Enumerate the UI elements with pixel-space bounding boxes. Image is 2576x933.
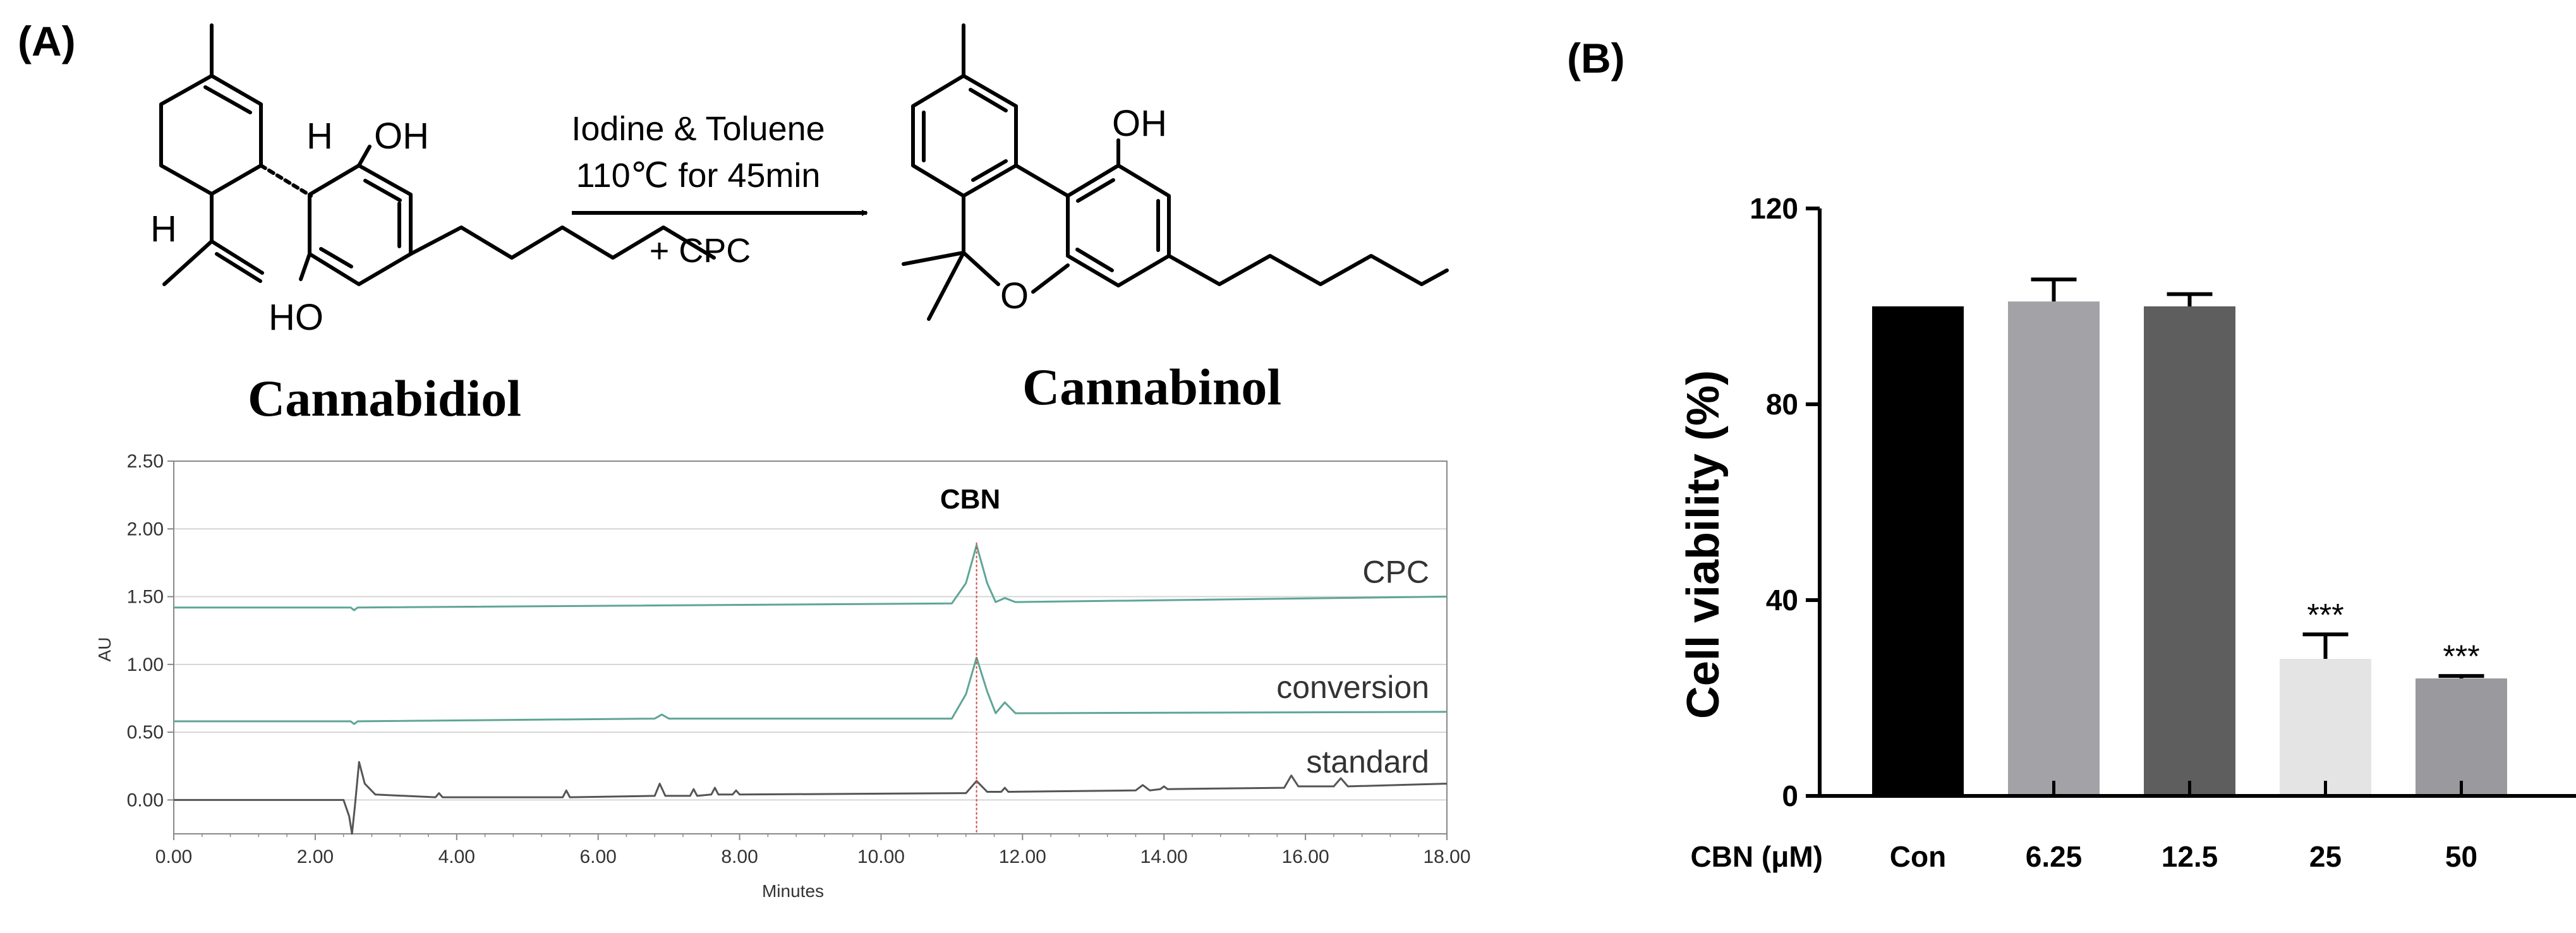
hplc-x-tick-label: 12.00 [999,846,1046,867]
hplc-x-tick-label: 18.00 [1423,846,1470,867]
hplc-y-ticks: 0.00 0.50 1.00 1.50 2.00 2.50 [127,451,174,810]
hplc-x-axis-label: Minutes [762,881,824,901]
condition-temperature: 110℃ for 45min [576,157,821,195]
hplc-series-label: conversion [1276,670,1429,705]
hplc-series-label: standard [1306,744,1429,780]
hplc-y-tick-label: 1.00 [127,654,164,675]
panel-a-label: (A) [18,18,76,64]
reactant-name: Cannabidiol [248,370,521,427]
hplc-trace-standard [174,761,1448,835]
hplc-y-tick-label: 2.00 [127,519,164,539]
bar-12.5 [2144,306,2235,796]
bar-category-label: 25 [2309,840,2342,873]
hplc-x-ticks: 0.00 2.00 4.00 6.00 8.00 10.00 12.00 14.00 16.00… [155,834,1471,867]
hplc-gridlines [174,460,1447,801]
hplc-x-tick-label: 6.00 [579,846,616,867]
cbd-h-top: H [306,116,333,157]
product-name: Cannabinol [1022,358,1281,416]
condition-reagents: Iodine & Toluene [571,110,825,148]
cannabidiol-structure [159,23,716,286]
hplc-x-tick-label: 16.00 [1282,846,1329,867]
hplc-chart: 0.00 0.50 1.00 1.50 2.00 2.50 0.00 2.00 4.00 6.0… [95,451,1471,901]
bar-6.25 [2008,301,2100,796]
bar-category-label: 50 [2445,840,2477,873]
hplc-plot-frame [173,460,1448,834]
bar-category-label: Con [1890,840,1946,873]
cbn-oh: OH [1112,103,1167,144]
hplc-y-axis-label: AU [95,637,114,662]
bar-50 [2416,678,2507,796]
cannabinol-structure [902,23,1449,321]
bar-Con [1872,306,1964,796]
hplc-x-tick-label: 0.00 [155,846,192,867]
hplc-x-tick-label: 10.00 [857,846,905,867]
viability-bar-chart: 0 40 80 120 *** *** Con 6.25 12.5 25 50 Cell via… [1678,192,2576,873]
cbd-ho: HO [269,297,324,338]
cbd-h-bottom: H [150,208,177,250]
bar-25 [2280,659,2371,796]
bar-y-tick-label: 40 [1766,584,1798,617]
hplc-x-tick-label: 4.00 [438,846,475,867]
hplc-series-labels: CPC conversion standard [1276,555,1429,780]
significance-annotation: *** [2307,597,2343,632]
bar-x-axis-label: CBN (μM) [1690,840,1823,873]
hplc-y-tick-label: 1.50 [127,587,164,608]
cbd-oh: OH [374,116,429,157]
hplc-y-tick-label: 0.50 [127,722,164,743]
hplc-x-tick-label: 8.00 [721,846,758,867]
hplc-trace-CPC [174,544,1448,611]
bar-y-axis-label: Cell viability (%) [1678,370,1729,719]
condition-additive: + CPC [650,232,751,270]
hplc-x-tick-label: 2.00 [297,846,334,867]
cbn-o: O [1000,275,1029,316]
hplc-y-tick-label: 2.50 [127,451,164,472]
bar-series: *** *** [1872,277,2507,796]
bar-category-label: 6.25 [2026,840,2083,873]
panel-b-label: (B) [1567,35,1625,81]
bar-y-tick-label: 120 [1750,192,1798,225]
bar-y-tick-label: 80 [1766,388,1798,421]
hplc-series-label: CPC [1362,555,1429,590]
peak-label: CBN [940,484,1000,515]
bar-y-tick-label: 0 [1782,780,1798,812]
hplc-series-group [174,544,1448,835]
significance-annotation: *** [2443,639,2479,674]
bar-y-ticks: 0 40 80 120 [1750,192,1820,812]
hplc-x-tick-label: 14.00 [1140,846,1188,867]
bar-category-labels: Con 6.25 12.5 25 50 [1890,840,2477,873]
hplc-y-tick-label: 0.00 [127,790,164,810]
bar-category-label: 12.5 [2162,840,2218,873]
hplc-trace-conversion [174,656,1448,725]
